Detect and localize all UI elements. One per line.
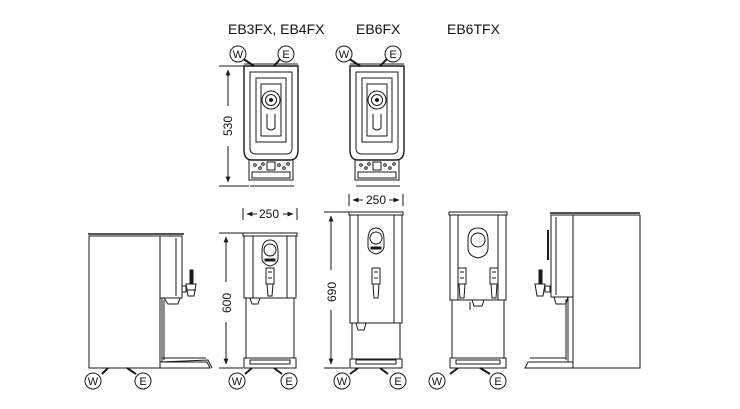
electric-label: E	[139, 376, 146, 388]
electric-connection-front-a	[280, 372, 298, 390]
water-connection-side-left	[84, 372, 102, 390]
water-connection-front-a	[228, 372, 246, 390]
electric-connection-top-a	[277, 45, 295, 63]
side-view-left	[88, 233, 213, 375]
dimension-250-b-label: 250	[366, 193, 386, 207]
model-title-eb6fx: EB6FX	[356, 21, 401, 37]
electric-connection-front-b	[389, 372, 407, 390]
dimension-250-b	[348, 194, 404, 206]
water-label: W	[232, 376, 243, 388]
dimension-600-label: 600	[220, 293, 234, 313]
front-view-eb6fx	[348, 211, 404, 375]
dimension-600	[219, 232, 243, 369]
electric-label: E	[285, 376, 292, 388]
electric-label: E	[394, 376, 401, 388]
side-view-right	[524, 212, 641, 369]
electric-connection-front-c	[489, 372, 507, 390]
model-title-eb6tfx: EB6TFX	[447, 21, 500, 37]
water-label: W	[88, 376, 99, 388]
front-view-eb3fx	[242, 232, 298, 375]
front-view-eb6tfx	[448, 211, 508, 375]
water-connection-top-a	[229, 45, 247, 63]
water-label: W	[432, 376, 443, 388]
top-view-eb3fx	[241, 57, 299, 187]
dimension-250-a-label: 250	[259, 207, 279, 221]
dimension-530	[219, 65, 249, 187]
top-view-eb6fx	[347, 57, 405, 187]
electric-connection-top-b	[384, 45, 402, 63]
electric-label: E	[282, 49, 289, 61]
water-connection-front-c	[428, 372, 446, 390]
water-label: W	[337, 376, 348, 388]
water-connection-top-b	[335, 45, 353, 63]
water-label: W	[339, 49, 350, 61]
electric-connection-side-left	[134, 372, 152, 390]
dimension-250-a	[242, 208, 298, 220]
water-label: W	[233, 49, 244, 61]
electric-label: E	[494, 376, 501, 388]
dimension-530-label: 530	[221, 116, 235, 136]
dimension-690-label: 690	[325, 282, 339, 302]
model-title-eb3fx-eb4fx: EB3FX, EB4FX	[228, 21, 325, 37]
water-connection-front-b	[333, 372, 351, 390]
dimension-690	[324, 211, 349, 369]
electric-label: E	[389, 49, 396, 61]
